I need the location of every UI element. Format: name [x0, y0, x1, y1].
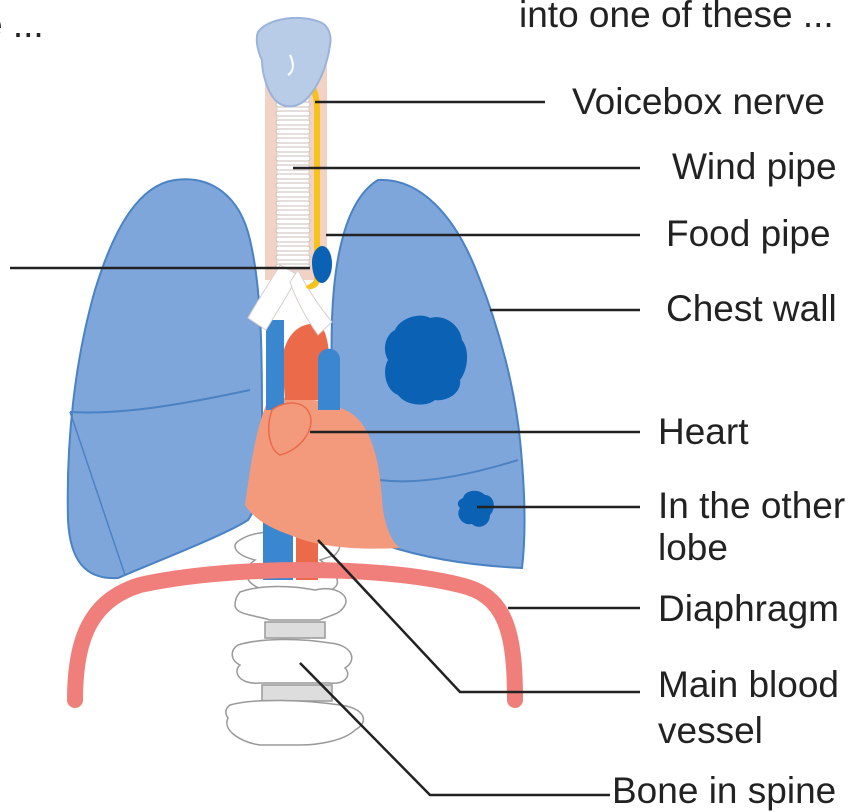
trachea-ring: [276, 183, 310, 188]
vena-cava-upper: [266, 320, 284, 410]
trachea-ring: [276, 111, 310, 116]
header-right-fragment: into one of these ...: [519, 0, 834, 36]
label-voicebox-nerve: Voicebox nerve: [572, 81, 825, 123]
header-left-fragment: e ...: [0, 4, 44, 46]
label-other-lobe-line2: lobe: [658, 527, 728, 569]
vertebra-3: [232, 639, 352, 683]
trachea-ring: [276, 156, 310, 161]
vertebra-2: [235, 586, 346, 620]
lymph-node-tumour: [312, 246, 332, 283]
aorta-arch: [318, 349, 340, 410]
left-lung: [68, 179, 262, 578]
spinal-disc-1: [265, 622, 325, 638]
trachea-ring: [276, 120, 310, 125]
trachea-ring: [276, 228, 310, 233]
label-main-blood-vessel-line2: vessel: [658, 710, 763, 752]
spinal-disc-2: [262, 685, 332, 701]
label-wind-pipe: Wind pipe: [672, 146, 837, 188]
left-lung-shape: [68, 179, 262, 578]
trachea-ring: [276, 174, 310, 179]
trachea-ring: [276, 255, 310, 260]
primary-tumour: [385, 316, 467, 405]
trachea-ring: [276, 147, 310, 152]
label-other-lobe-line1: In the other: [658, 485, 845, 527]
trachea-ring: [276, 219, 310, 224]
trachea-ring: [276, 201, 310, 206]
trachea-ring: [276, 129, 310, 134]
trachea-ring: [276, 138, 310, 143]
label-food-pipe: Food pipe: [666, 213, 831, 255]
label-bone-in-spine: Bone in spine: [612, 770, 836, 812]
label-chest-wall: Chest wall: [666, 288, 837, 330]
label-main-blood-vessel-line1: Main blood: [658, 664, 839, 706]
label-heart: Heart: [658, 411, 748, 453]
trachea-ring: [276, 210, 310, 215]
trachea-ring: [276, 246, 310, 251]
label-diaphragm: Diaphragm: [658, 588, 839, 630]
trachea-ring: [276, 237, 310, 242]
trachea-ring: [276, 192, 310, 197]
